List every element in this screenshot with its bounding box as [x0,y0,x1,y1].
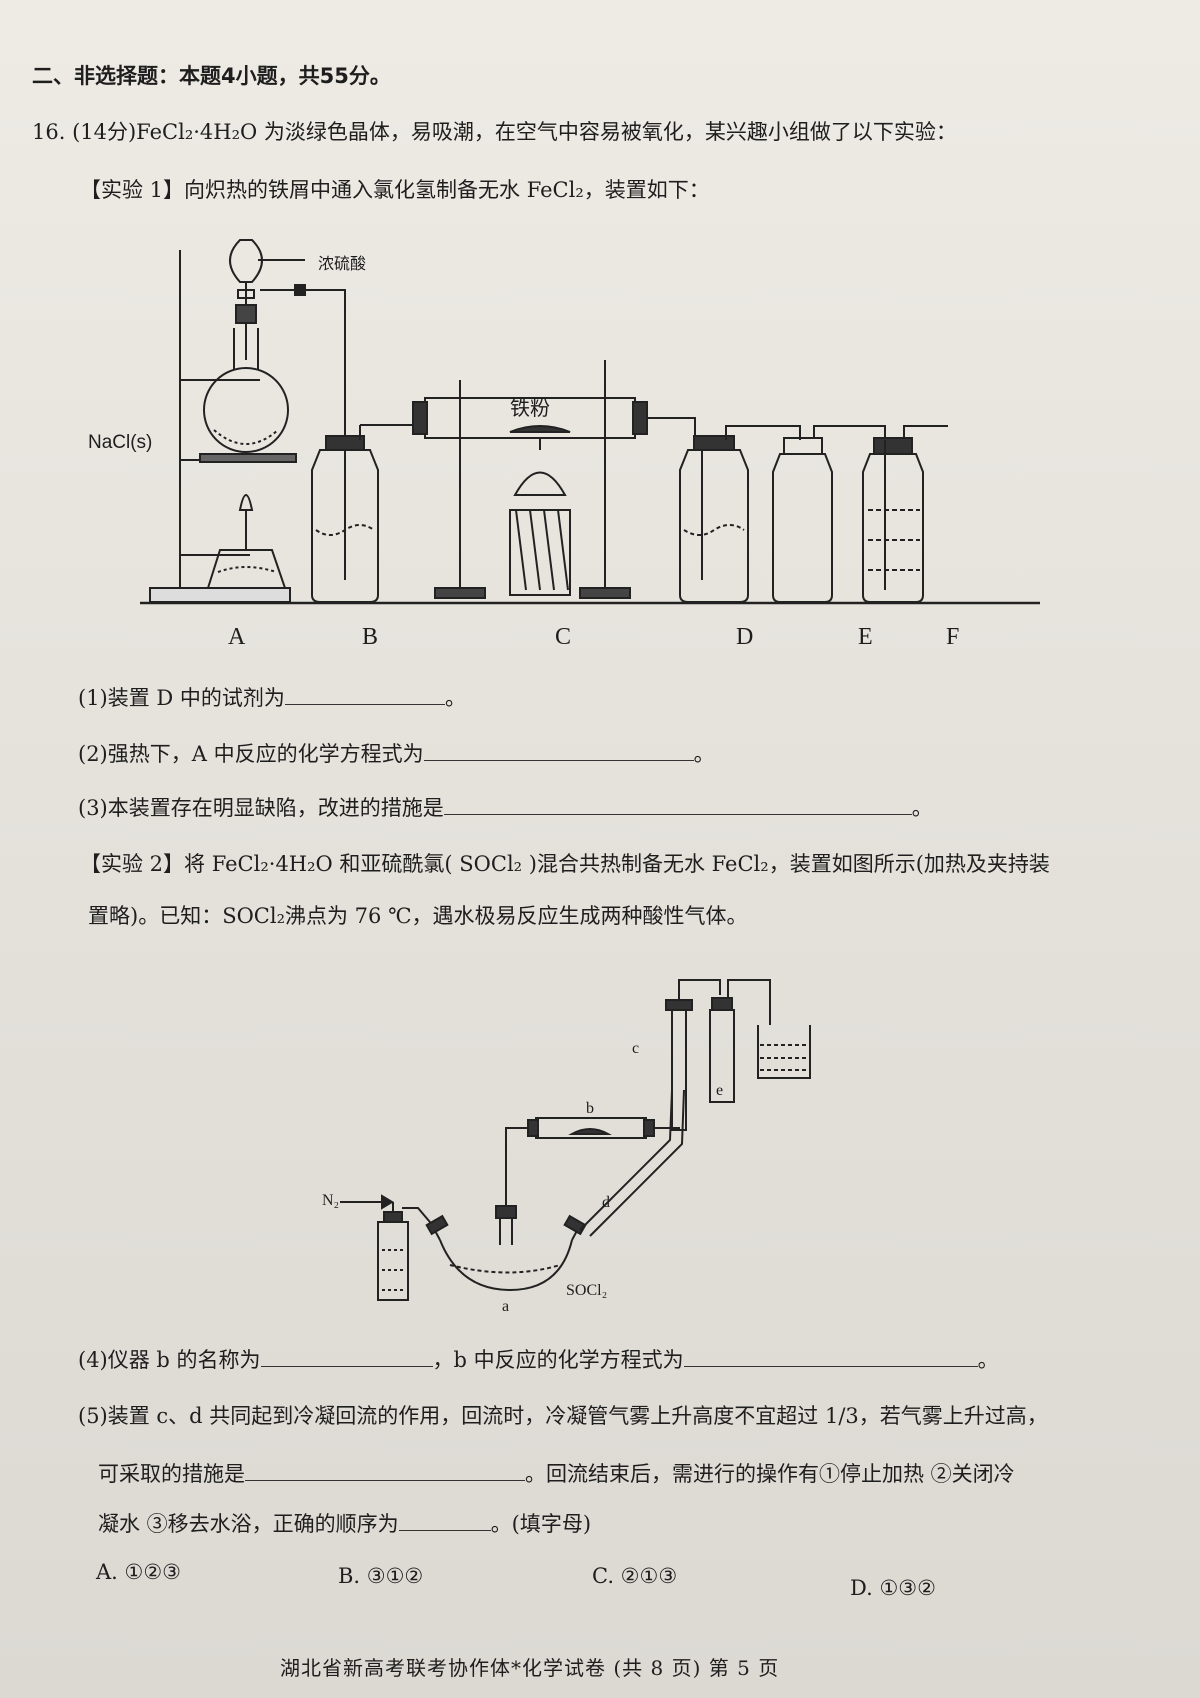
apparatus-figure-1 [140,239,1040,605]
section-title: 二、非选择题：本题4小题，共55分。 [32,64,391,88]
label-apparatus-b: B [362,624,379,650]
sub-question-5-text-3a: 凝水 ③移去水浴，正确的顺序为 [98,1512,399,1536]
sub-question-5-line-3: 凝水 ③移去水浴，正确的顺序为 。(填字母) [98,1510,591,1537]
answer-blank-5a[interactable] [245,1460,525,1481]
three-neck-flask-a [439,1239,573,1292]
round-bottom-flask [203,367,289,453]
sub-question-5-text-3b: 。(填字母) [490,1512,592,1536]
label-nacl: NaCl(s) [88,432,153,453]
question-16-intro: 16. (14分)FeCl₂·4H₂O 为淡绿色晶体，易吸潮，在空气中容易被氧化… [32,120,957,144]
separatory-funnel [229,239,263,283]
option-b[interactable]: B. ③①② [338,1564,424,1588]
iron-powder [509,425,571,433]
label-c: c [632,1040,640,1057]
label-e: e [716,1082,724,1099]
apparatus-figure-2 [340,979,811,1301]
burner-c [509,509,571,596]
option-c[interactable]: C. ②①③ [592,1564,678,1588]
sub-question-5-text-2b: 。回流结束后，需进行的操作有①停止加热 ②关闭冷 [525,1462,1015,1486]
experiment-1-text: 【实验 1】向炽热的铁屑中通入氯化氢制备无水 FeCl₂，装置如下： [80,178,710,202]
stand-base-a [149,587,291,603]
page-footer: 湖北省新高考联考协作体*化学试卷 (共 8 页) 第 5 页 [280,1656,780,1680]
sub-question-3-text: (3)本装置存在明显缺陷，改进的措施是 [78,796,444,820]
label-apparatus-f: F [946,624,960,650]
sub-question-2-text: (2)强热下，A 中反应的化学方程式为 [78,742,424,766]
sub-question-5-text-2a: 可采取的措施是 [98,1462,245,1486]
label-concentrated-sulfuric-acid: 浓硫酸 [318,256,367,273]
label-apparatus-d: D [736,624,754,650]
label-n2: N₂ [322,1192,340,1209]
answer-blank-1[interactable] [284,684,445,705]
sub-question-1: (1)装置 D 中的试剂为。 [78,684,466,710]
experiment-2-line-2: 置略)。已知：SOCl₂沸点为 76 ℃，遇水极易反应生成两种酸性气体。 [88,904,748,928]
option-a[interactable]: A. ①②③ [96,1560,181,1584]
option-d[interactable]: D. ①③② [850,1576,936,1600]
answer-blank-5b[interactable] [398,1510,491,1531]
sub-question-1-text: (1)装置 D 中的试剂为 [78,686,285,710]
sub-question-4-text-a: (4)仪器 b 的名称为 [78,1348,261,1372]
label-d: d [602,1194,610,1211]
sub-question-4-text-b: ，b 中反应的化学方程式为 [432,1348,684,1372]
answer-blank-4b[interactable] [683,1346,978,1367]
answer-blank-3[interactable] [443,794,912,815]
label-socl2: SOCl₂ [566,1282,608,1299]
label-iron-powder: 铁粉 [510,398,550,420]
alcohol-lamp-a [206,549,287,589]
sub-question-3: (3)本装置存在明显缺陷，改进的措施是。 [78,794,933,820]
empty-bottle-e [772,453,833,603]
beaker [757,1025,811,1079]
label-apparatus-c: C [555,624,572,650]
sub-question-4: (4)仪器 b 的名称为，b 中反应的化学方程式为。 [78,1346,999,1372]
label-apparatus-e: E [858,624,873,650]
sub-question-2: (2)强热下，A 中反应的化学方程式为。 [78,740,715,766]
label-a: a [502,1298,510,1315]
answer-blank-2[interactable] [423,740,694,761]
label-b: b [586,1100,594,1117]
answer-blank-4a[interactable] [260,1346,433,1367]
absorption-bottle-f [862,453,924,603]
label-apparatus-a: A [228,624,246,650]
sub-question-5-line-2: 可采取的措施是 。回流结束后，需进行的操作有①停止加热 ②关闭冷 [98,1460,1015,1487]
experiment-2-line-1: 【实验 2】将 FeCl₂·4H₂O 和亚硫酰氯( SOCl₂ )混合共热制备无… [80,852,1050,876]
drying-bottle [377,1221,409,1301]
sub-question-5-line-1: (5)装置 c、d 共同起到冷凝回流的作用，回流时，冷凝管气雾上升高度不宜超过 … [78,1404,1048,1428]
